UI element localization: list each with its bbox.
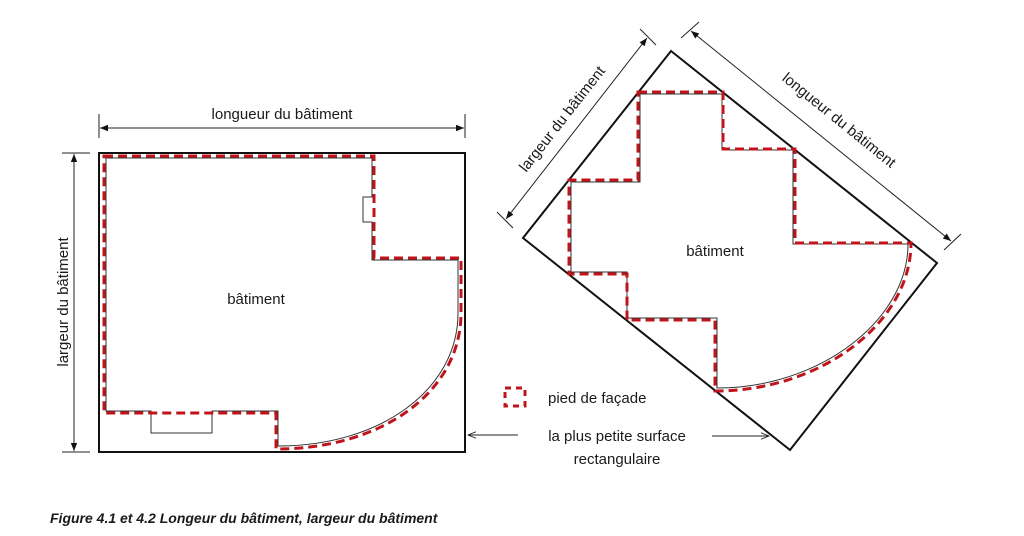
rectangle-label-line1: la plus petite surface (548, 428, 686, 445)
width-label: largeur du bâtiment (516, 62, 609, 175)
figure-caption: Figure 4.1 et 4.2 Longeur du bâtiment, l… (50, 510, 439, 526)
facade-footprint (567, 90, 913, 393)
building-outline (105, 157, 459, 447)
facade-legend-swatch (503, 386, 527, 408)
length-label: longueur du bâtiment (779, 70, 900, 172)
building-label: bâtiment (686, 243, 744, 260)
extension-line (496, 211, 514, 229)
length-dimension-arrow (690, 30, 952, 242)
rectangle-label-line2: rectangulaire (574, 451, 661, 468)
figure-left: longueur du bâtiment largeur du bâtiment… (55, 106, 466, 453)
facade-footprint (102, 154, 463, 451)
extension-line (680, 21, 700, 39)
extension-line (943, 233, 962, 251)
figure-right: largeur du bâtiment longueur du bâtiment… (496, 21, 962, 452)
length-label: longueur du bâtiment (212, 106, 354, 123)
smallest-rectangle (98, 152, 466, 453)
width-dimension-arrow (505, 37, 648, 220)
width-label: largeur du bâtiment (55, 237, 72, 367)
facade-legend-label: pied de façade (548, 390, 646, 407)
building-label: bâtiment (227, 291, 285, 308)
smallest-rectangle (521, 49, 939, 452)
extension-line (639, 28, 657, 46)
legend: pied de façade la plus petite surface re… (468, 386, 769, 468)
